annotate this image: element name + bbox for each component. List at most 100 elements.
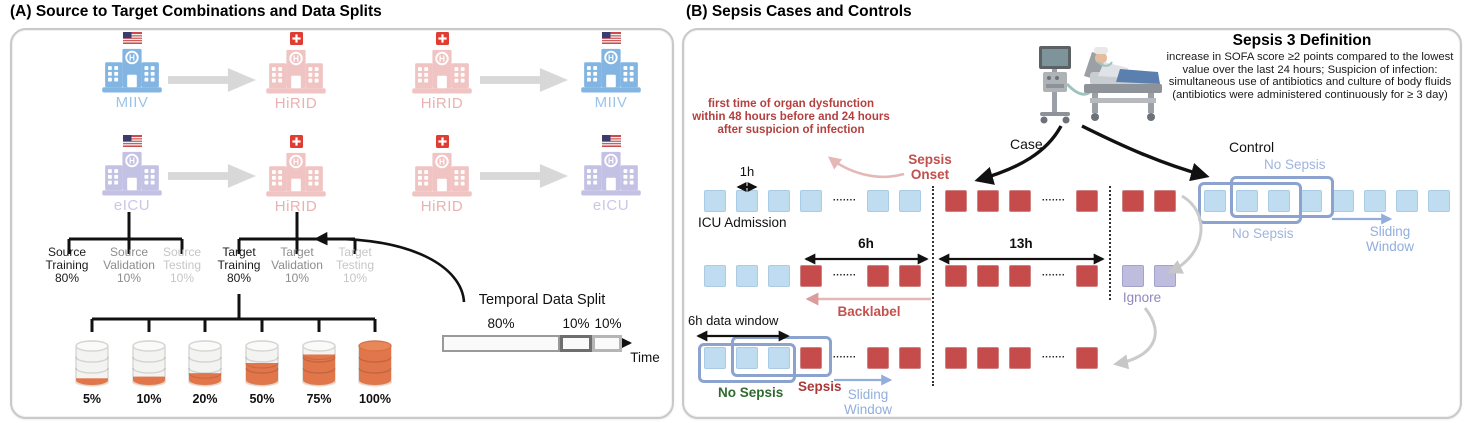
sepsis-definition-body: increase in SOFA score ≥2 points compare… xyxy=(1166,51,1454,101)
temporal-seg2-label: 10% xyxy=(562,316,590,331)
timestep-ignore xyxy=(1122,265,1144,287)
panel-b: Sepsis 3 Definition increase in SOFA sco… xyxy=(682,28,1462,419)
database-cylinder-50% xyxy=(242,338,282,395)
timestep-sepsis xyxy=(977,265,999,287)
svg-text:H: H xyxy=(129,54,135,63)
cylinder-percent-label: 5% xyxy=(82,392,102,406)
swiss-flag-icon xyxy=(289,135,303,148)
timestep-no-sepsis xyxy=(800,190,822,212)
ignore-to-window-arrow xyxy=(1113,307,1157,370)
timestep-sepsis xyxy=(1076,190,1098,212)
timestep-sepsis xyxy=(945,265,967,287)
cylinder-percent-label: 50% xyxy=(249,392,275,406)
icu-bed-illustration xyxy=(1039,46,1162,124)
control-timeline-row xyxy=(1204,190,1450,212)
case-timeline-row: ······· ······· xyxy=(704,190,1176,212)
sliding-window-label-control: Sliding Window xyxy=(1365,224,1414,254)
ellipsis-dots: ······· xyxy=(1041,195,1066,206)
cylinder-percent-label: 100% xyxy=(359,392,391,406)
hospital-building-icon: H xyxy=(102,151,162,196)
sliding-window-timeline-row: ······· ······· xyxy=(704,347,1098,369)
timestep-sepsis xyxy=(1154,190,1176,212)
timestep-no-sepsis xyxy=(736,347,758,369)
us-flag-icon xyxy=(122,135,142,147)
horizon-end-dotted-line xyxy=(1109,186,1111,300)
data-window-box-1 xyxy=(698,343,796,383)
ellipsis-dots: ······· xyxy=(832,195,857,206)
transfer-arrow-hirid-to-eicu xyxy=(480,164,568,188)
hospital-label: eICU xyxy=(113,197,151,214)
timestep-no-sepsis xyxy=(704,190,726,212)
timestep-sepsis xyxy=(800,265,822,287)
hospital-label: HiRID xyxy=(420,198,464,215)
timestep-sepsis xyxy=(867,347,889,369)
timestep-no-sepsis xyxy=(768,265,790,287)
timestep-no-sepsis xyxy=(1204,190,1226,212)
hospital-building-icon: H xyxy=(102,48,162,93)
data-window-size-label: 6h data window xyxy=(688,313,779,328)
hospital-building-icon: H xyxy=(412,49,472,94)
no-sepsis-bottom-label: No Sepsis xyxy=(1232,226,1294,241)
timestep-sepsis xyxy=(899,347,921,369)
panel-a-title: (A) Source to Target Combinations and Da… xyxy=(10,3,382,20)
temporal-seg-val xyxy=(560,335,592,352)
timestep-no-sepsis xyxy=(1364,190,1386,212)
temporal-seg-train xyxy=(442,335,560,352)
timestep-sepsis xyxy=(899,265,921,287)
svg-text:H: H xyxy=(439,158,445,167)
timestep-no-sepsis xyxy=(736,190,758,212)
us-flag-icon xyxy=(122,32,142,44)
hospital-building-icon: H xyxy=(266,49,326,94)
hospital-label: HiRID xyxy=(420,95,464,112)
backlabel-label: Backlabel xyxy=(837,304,901,319)
svg-text:H: H xyxy=(608,54,614,63)
timestep-ignore xyxy=(1154,265,1176,287)
icu-admission-label: ICU Admission xyxy=(698,215,787,230)
sepsis-onset-label: Sepsis Onset xyxy=(908,152,952,182)
control-label: Control xyxy=(1229,139,1275,155)
six-hour-label: 6h xyxy=(858,236,874,251)
ellipsis-dots: ······· xyxy=(1041,352,1066,363)
timestep-sepsis xyxy=(1076,347,1098,369)
timestep-no-sepsis xyxy=(768,190,790,212)
case-label: Case xyxy=(1010,136,1043,152)
temporal-seg3-label: 10% xyxy=(594,316,622,331)
ignore-label: Ignore xyxy=(1122,290,1162,305)
svg-text:H: H xyxy=(293,158,299,167)
hospital-hirid: H HiRID xyxy=(402,135,482,215)
transfer-arrow-miiv-to-hirid xyxy=(168,68,256,92)
transfer-arrow-eicu-to-hirid xyxy=(168,164,256,188)
sepsis-onset-dotted-line xyxy=(932,186,934,386)
ellipsis-dots: ······· xyxy=(1041,270,1066,281)
no-sepsis-top-label: No Sepsis xyxy=(1264,157,1326,172)
timestep-no-sepsis xyxy=(704,347,726,369)
sliding-window-label-case: Sliding Window xyxy=(843,387,892,417)
ellipsis-dots: ······· xyxy=(832,270,857,281)
timestep-no-sepsis xyxy=(867,190,889,212)
hospital-label: HiRID xyxy=(274,95,318,112)
timestep-sepsis xyxy=(977,347,999,369)
hospital-building-icon: H xyxy=(412,152,472,197)
transfer-arrow-hirid-to-miiv xyxy=(480,68,568,92)
panel-b-title: (B) Sepsis Cases and Controls xyxy=(686,3,912,20)
timestep-sepsis xyxy=(1122,190,1144,212)
subsample-tree xyxy=(90,294,377,332)
timestep-sepsis xyxy=(945,190,967,212)
swiss-flag-icon xyxy=(435,135,449,148)
temporal-split-title: Temporal Data Split xyxy=(478,292,606,308)
time-axis-label: Time xyxy=(630,350,660,365)
ellipsis-dots: ······· xyxy=(832,352,857,363)
timestep-no-sepsis xyxy=(704,265,726,287)
timestep-sepsis xyxy=(977,190,999,212)
hospital-building-icon: H xyxy=(581,48,641,93)
us-flag-icon xyxy=(601,135,621,147)
